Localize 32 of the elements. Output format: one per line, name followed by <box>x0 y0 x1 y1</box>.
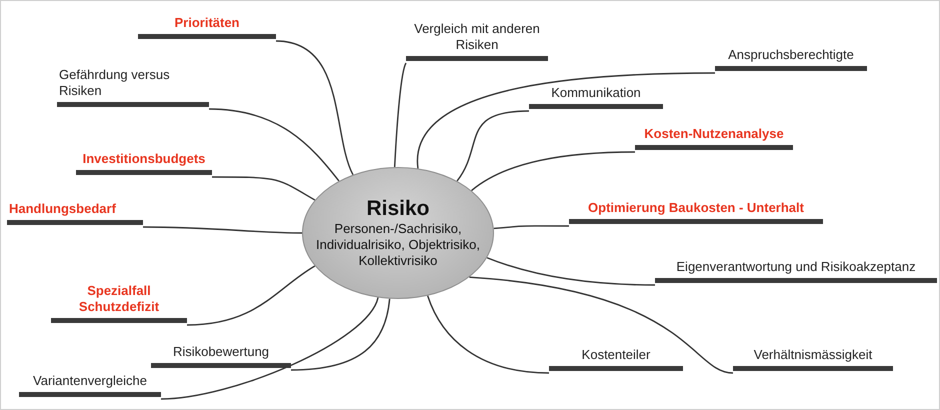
branch-label: Kostenteiler <box>580 347 652 364</box>
branch-label: Optimierung Baukosten - Unterhalt <box>587 200 805 217</box>
branch-label: Spezialfall Schutzdefizit <box>78 283 160 316</box>
branch-label: Kosten-Nutzenanalyse <box>643 126 785 143</box>
branch-label: Risikobewertung <box>172 344 270 361</box>
branch-line <box>486 257 655 286</box>
branch-label: Variantenvergleiche <box>32 373 148 390</box>
branch-line <box>394 62 407 168</box>
branch-label: Eigenverantwortung und Risikoakzeptanz <box>675 259 917 276</box>
branch-label: Verhältnismässigkeit <box>752 347 874 364</box>
branch-line <box>417 72 715 168</box>
branch-line <box>276 40 354 175</box>
branch-line <box>469 276 734 374</box>
branch-label: Investitionsbudgets <box>82 151 206 168</box>
branch-label: Gefährdung versus Risiken <box>58 67 171 100</box>
central-title: Risiko <box>366 197 430 221</box>
branch-line <box>471 151 635 192</box>
branch-label: Anspruchsberechtigte <box>727 47 855 64</box>
branch-line <box>186 265 316 326</box>
branch-label: Prioritäten <box>173 15 240 32</box>
branch-line <box>494 225 569 230</box>
branch-line <box>212 176 316 201</box>
branch-line <box>160 297 379 400</box>
branch-line <box>427 296 550 374</box>
branch-label: Vergleich mit anderen Risiken <box>413 21 541 54</box>
branch-line <box>456 110 530 182</box>
central-text: Personen-/Sachrisiko, Individualrisiko, Objektrisiko, Kollektivrisiko <box>314 221 481 269</box>
branch-line <box>143 226 302 234</box>
branch-line <box>290 298 390 371</box>
branch-label: Kommunikation <box>550 85 642 102</box>
branch-label: Handlungsbedarf <box>8 201 117 218</box>
branch-line <box>208 108 340 182</box>
